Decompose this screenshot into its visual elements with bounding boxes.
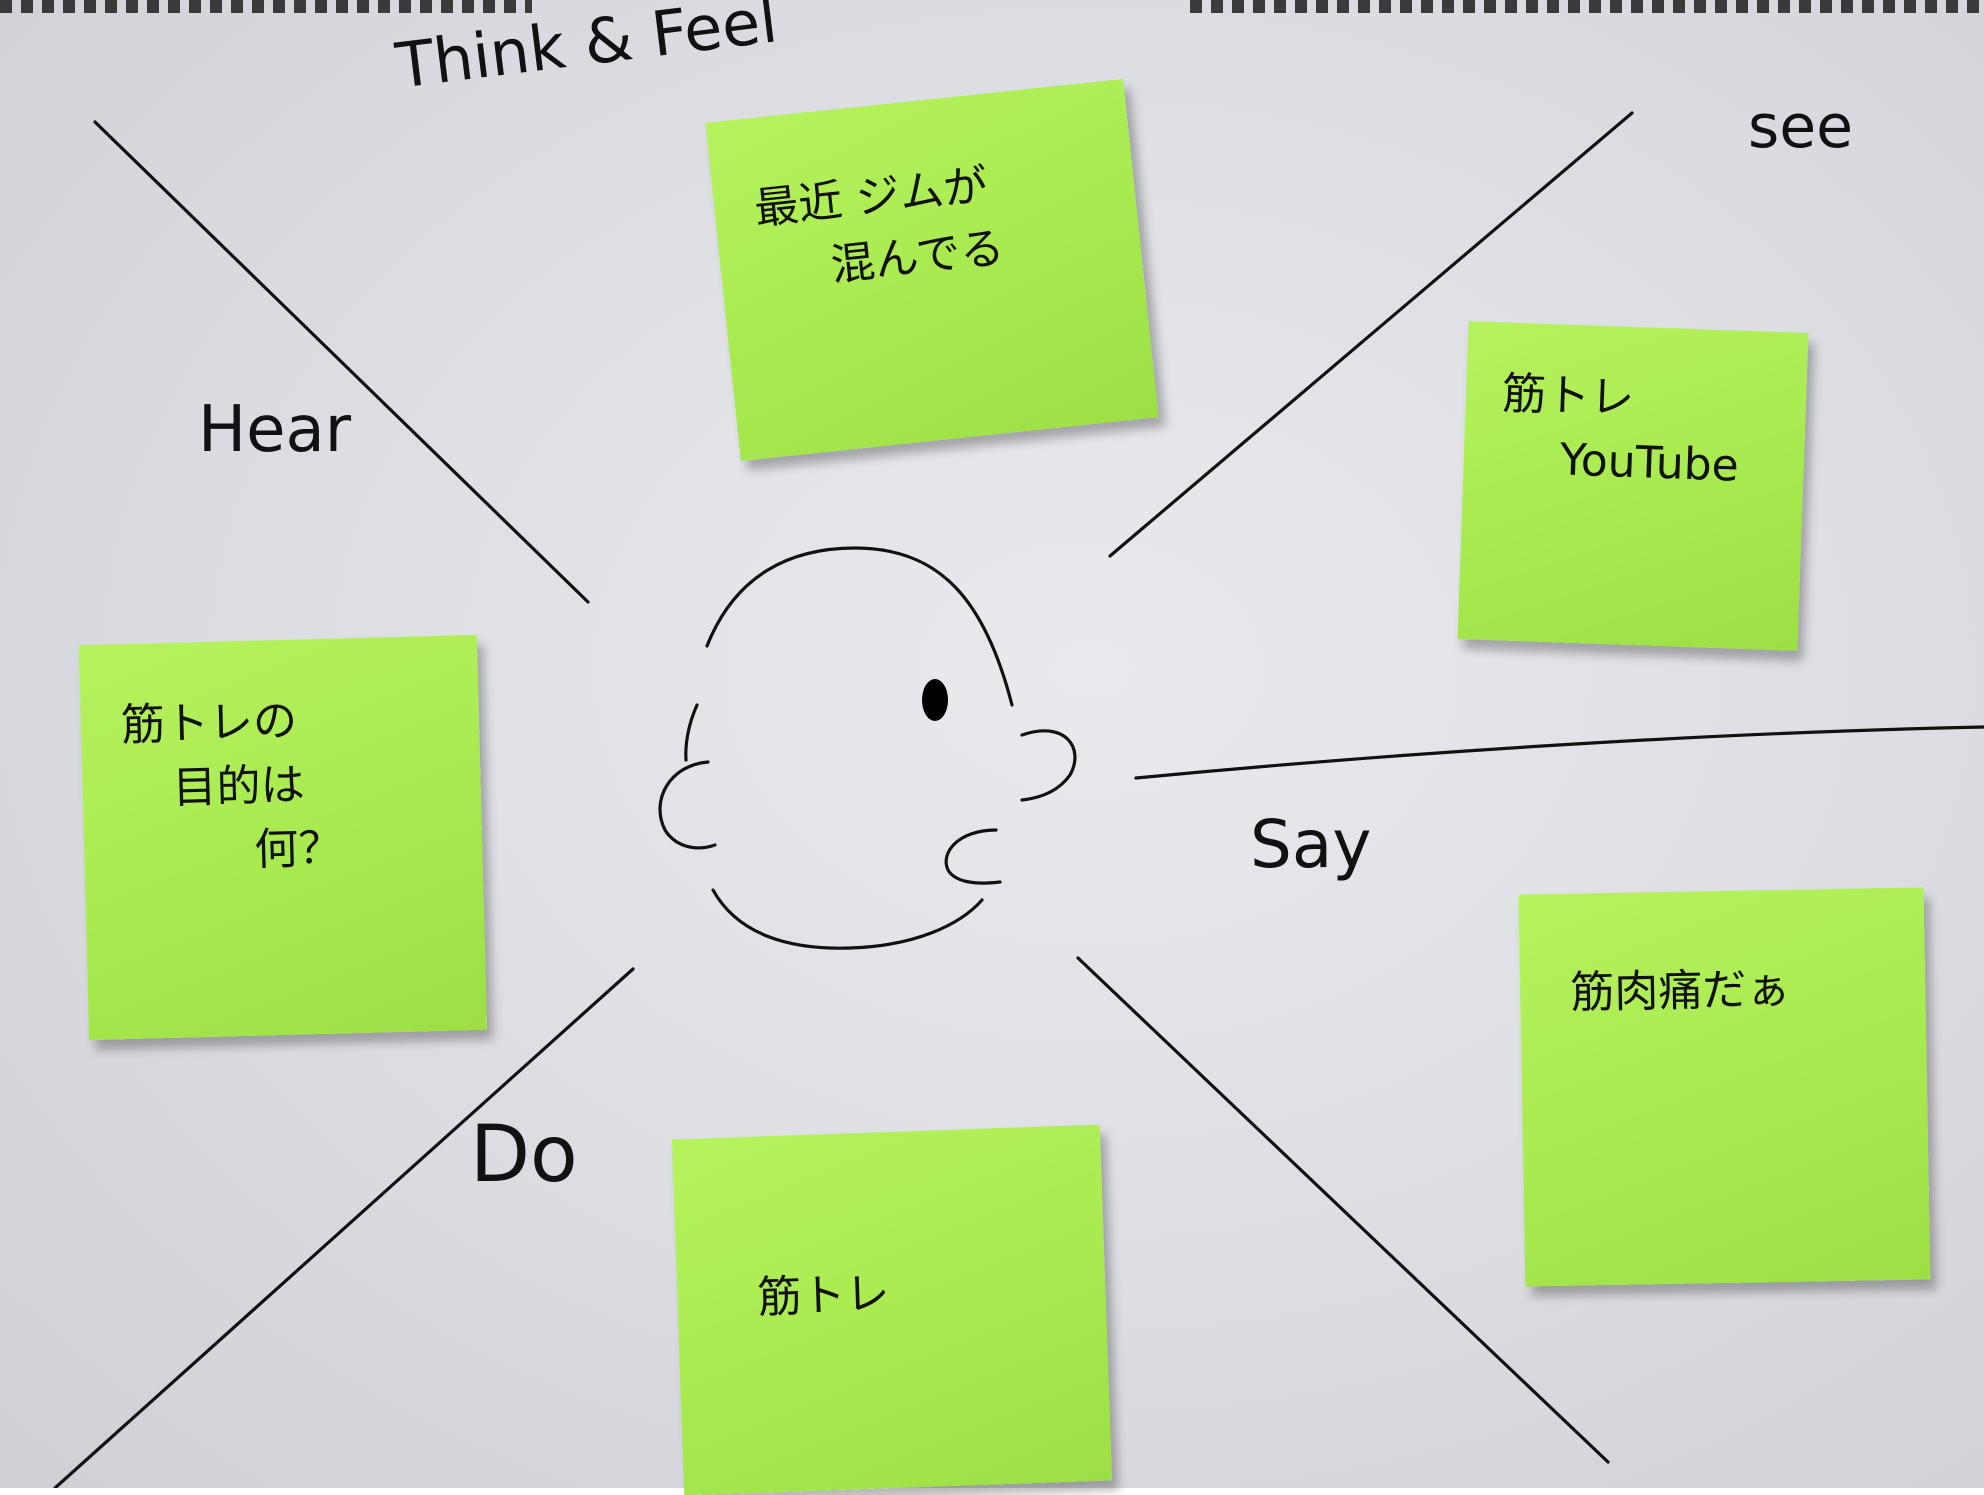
label-hear: Hear	[198, 393, 352, 467]
nose	[1020, 729, 1077, 802]
divider-bottom-right	[1076, 956, 1610, 1464]
note-hear-line-1: 筋トレの	[120, 695, 298, 752]
sticky-note-think[interactable]: 最近 ジムが 混んでる	[705, 78, 1159, 462]
face-doodle	[658, 546, 1077, 950]
binder-ring-strip-right	[1190, 0, 1984, 13]
divider-top-right	[1108, 111, 1634, 558]
ear-left	[658, 760, 717, 850]
chin	[711, 888, 984, 950]
sticky-note-see[interactable]: 筋トレ YouTube	[1457, 321, 1809, 651]
note-hear-line-3: 何？	[253, 822, 343, 876]
divider-top-left	[93, 120, 590, 604]
divider-right	[1134, 725, 1984, 780]
sticky-note-do[interactable]: 筋トレ	[671, 1124, 1113, 1495]
label-do: Do	[470, 1110, 578, 1200]
note-do-line-1: 筋トレ	[756, 1268, 891, 1324]
mouth	[944, 828, 1002, 885]
sticky-note-say[interactable]: 筋肉痛だぁ	[1518, 887, 1931, 1287]
sticky-note-hear[interactable]: 筋トレの 目的は 何？	[78, 634, 488, 1041]
note-hear-line-2: 目的は	[172, 759, 306, 814]
head-outline	[705, 546, 1014, 707]
note-see-line-2: YouTube	[1558, 434, 1740, 492]
note-say-line-1: 筋肉痛だぁ	[1569, 963, 1791, 1019]
note-see-line-1: 筋トレ	[1501, 368, 1635, 424]
eye	[922, 679, 948, 721]
label-say: Say	[1250, 806, 1372, 883]
divider-bottom-left	[53, 967, 635, 1488]
cheek-left	[684, 703, 699, 762]
label-see: see	[1748, 92, 1854, 162]
binder-ring-strip-left	[0, 0, 532, 13]
